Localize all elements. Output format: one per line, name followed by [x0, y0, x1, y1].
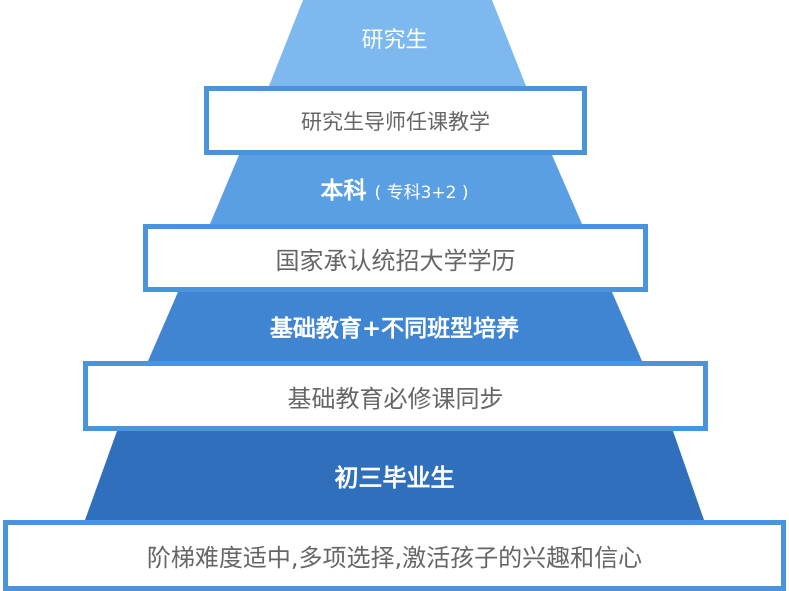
tier-4-title-text: 初三毕业生 [334, 464, 455, 492]
tier-2-title-sub: ( 专科3+2 ) [374, 183, 469, 203]
tier-3-title: 基础教育+不同班型培养 [0, 318, 789, 341]
tier-4-band [85, 431, 704, 520]
tier-2-title: 本科 ( 专科3+2 ) [0, 180, 789, 203]
tier-1-box: 研究生导师任课教学 [204, 86, 587, 155]
tier-1-box-text: 研究生导师任课教学 [301, 109, 490, 134]
tier-4-box: 阶梯难度适中,多项选择,激活孩子的兴趣和信心 [3, 520, 786, 591]
tier-2-band [210, 155, 582, 224]
tier-4-title: 初三毕业生 [0, 466, 789, 490]
tier-1-title: 研究生 [0, 30, 789, 52]
tier-1-band [269, 0, 526, 86]
tier-1-title-text: 研究生 [361, 28, 428, 53]
tier-3-box: 基础教育必修课同步 [83, 361, 708, 431]
tier-2-box-text: 国家承认统招大学学历 [275, 246, 516, 275]
tier-3-band [148, 292, 642, 361]
tier-2-title-text: 本科 [320, 178, 367, 204]
tier-4-box-text: 阶梯难度适中,多项选择,激活孩子的兴趣和信心 [146, 544, 643, 572]
tier-3-box-text: 基础教育必修课同步 [287, 384, 504, 413]
tier-3-title-text: 基础教育+不同班型培养 [269, 316, 520, 342]
tier-2-box: 国家承认统招大学学历 [143, 224, 648, 292]
